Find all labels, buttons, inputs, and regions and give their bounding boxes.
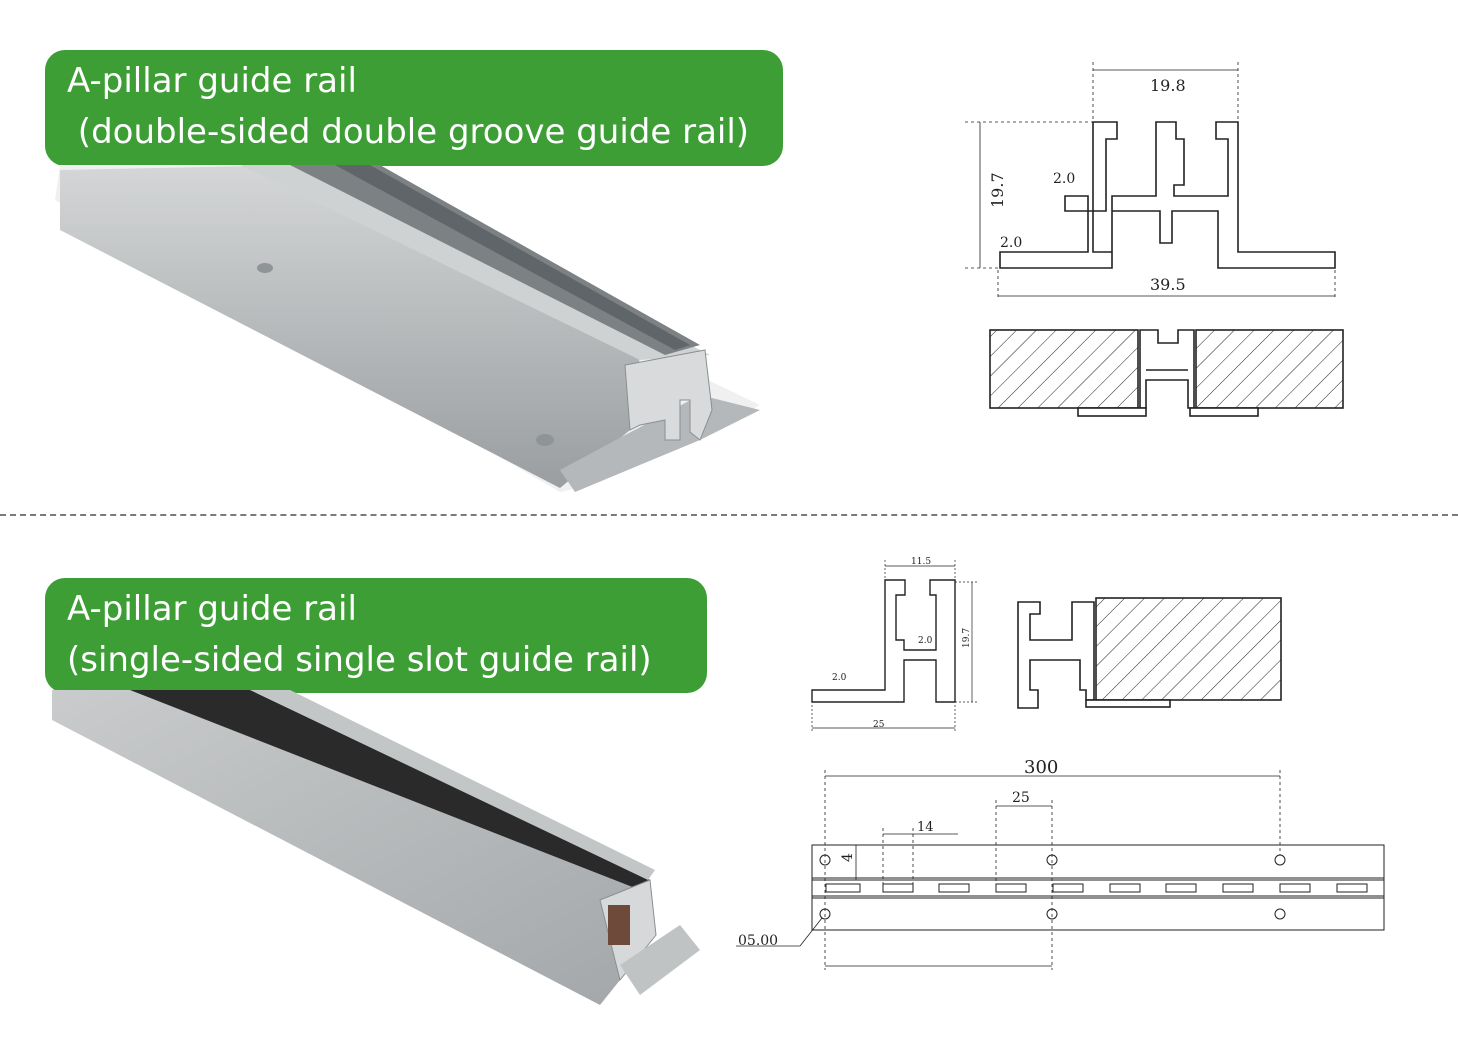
dim-wall-base: 2.0	[1000, 235, 1022, 251]
slot	[1336, 883, 1368, 893]
rail-photo-single-slot	[52, 690, 700, 1005]
dim-base-width: 25	[873, 720, 885, 730]
slot	[1165, 883, 1197, 893]
strip-drawing	[811, 844, 1385, 931]
assembly-section-single-slot	[1017, 597, 1282, 709]
cross-section-double-groove	[999, 121, 1336, 269]
dimension-lines-bottom	[811, 560, 978, 732]
title-line-1: A-pillar guide rail	[67, 589, 357, 629]
dim-wall-inner: 2.0	[918, 636, 933, 646]
rail-photo-double-groove	[55, 165, 760, 492]
dim-offset: 4	[840, 853, 856, 862]
dim-wall-base: 2.0	[832, 673, 847, 683]
mount-hole	[1274, 908, 1286, 920]
title-line-2: (single-sided single slot guide rail)	[67, 640, 652, 680]
dim-height: 19.7	[988, 172, 1007, 208]
slot	[1052, 883, 1084, 893]
dim-base-width: 39.5	[1150, 275, 1186, 294]
dim-top-width: 19.8	[1150, 76, 1186, 95]
dim-wall-inner: 2.0	[1053, 171, 1075, 187]
dim-hole-spacing: 25	[1012, 790, 1030, 806]
dim-top-width: 11.5	[911, 557, 931, 567]
dimension-lines-top	[965, 62, 1336, 300]
title-banner-single-slot: A-pillar guide rail (single-sided single…	[45, 578, 707, 693]
assembly-section-double-groove	[989, 329, 1344, 417]
dim-hole-diameter: 05.00	[738, 933, 778, 949]
title-line-1: A-pillar guide rail	[67, 61, 357, 101]
title-line-2: (double-sided double groove guide rail)	[67, 112, 750, 152]
dim-strip-length: 300	[1024, 757, 1058, 778]
strip-dimension-lines	[736, 770, 1281, 970]
cross-section-single-slot	[811, 579, 956, 703]
dim-height: 19.7	[962, 628, 972, 648]
slot	[1109, 883, 1141, 893]
slot	[938, 883, 970, 893]
title-banner-double-groove: A-pillar guide rail (double-sided double…	[45, 50, 783, 166]
dim-slot-length: 14	[917, 820, 934, 835]
slot	[1279, 883, 1311, 893]
slot	[882, 883, 914, 893]
slot	[825, 883, 861, 893]
slot	[1222, 883, 1254, 893]
section-divider	[0, 514, 1458, 516]
slot	[995, 883, 1027, 893]
mount-hole	[1274, 854, 1286, 866]
